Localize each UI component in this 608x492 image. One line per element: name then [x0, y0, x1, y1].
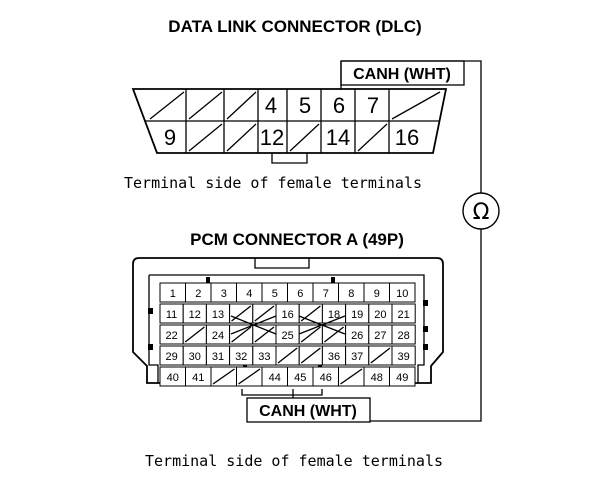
pcm-pin-40: 40: [167, 372, 179, 384]
pcm-pin-13: 13: [212, 309, 224, 321]
pcm-pin-5: 5: [272, 288, 278, 300]
pcm-pin-29: 29: [165, 351, 177, 363]
pcm-pin-49: 49: [396, 372, 408, 384]
pcm-pin-31: 31: [212, 351, 224, 363]
pcm-pin-8: 8: [348, 288, 354, 300]
dlc-pin-7: 7: [367, 93, 379, 118]
pcm-pin-37: 37: [351, 351, 363, 363]
pcm-pin-19: 19: [351, 309, 363, 321]
pcm-key: [331, 277, 335, 283]
dlc-caption: Terminal side of female terminals: [124, 174, 422, 192]
pcm-pin-9: 9: [374, 288, 380, 300]
pcm-wire-label-box: [246, 397, 371, 423]
pcm-terminal-cell: [391, 345, 416, 366]
pcm-empty-slot: [370, 347, 391, 364]
pcm-pin-6: 6: [297, 288, 303, 300]
pcm-pin-4: 4: [246, 288, 252, 300]
pcm-pin-18: 18: [328, 309, 340, 321]
pcm-pin-46: 46: [320, 372, 332, 384]
pcm-notch: [423, 344, 428, 350]
pcm-terminal-cell: [389, 282, 416, 303]
dlc-wire-label-box: [340, 60, 465, 86]
pcm-empty-slot: [300, 347, 321, 364]
ohm-symbol: Ω: [473, 200, 490, 225]
pcm-pin-16: 16: [281, 309, 293, 321]
pcm-bottom-latch: [241, 389, 323, 396]
pcm-top-latch: [254, 258, 310, 269]
dlc-title: DATA LINK CONNECTOR (DLC): [168, 17, 421, 36]
pcm-title: PCM CONNECTOR A (49P): [190, 230, 404, 249]
pcm-pin-21: 21: [397, 309, 409, 321]
dlc-latch: [271, 153, 308, 164]
pcm-empty-slot: [231, 305, 252, 322]
dlc-wire-label: CANH (WHT): [353, 66, 451, 83]
pcm-empty-slot: [340, 368, 363, 385]
pcm-pin-22: 22: [165, 330, 177, 342]
pcm-pin-20: 20: [374, 309, 386, 321]
pcm-notch: [423, 300, 428, 306]
pcm-terminal-cell: [391, 303, 416, 324]
pcm-caption: Terminal side of female terminals: [145, 452, 443, 470]
dlc-pin-16: 16: [395, 125, 419, 150]
pcm-notch: [423, 326, 428, 332]
pcm-pin-36: 36: [328, 351, 340, 363]
pcm-pin-30: 30: [189, 351, 201, 363]
pcm-empty-slot: [238, 368, 261, 385]
pcm-empty-slot: [254, 305, 275, 322]
pcm-pin-26: 26: [351, 330, 363, 342]
pcm-pin-25: 25: [281, 330, 293, 342]
pcm-pin-41: 41: [192, 372, 204, 384]
pcm-pin-28: 28: [397, 330, 409, 342]
pcm-pin-1: 1: [170, 288, 176, 300]
pcm-empty-slot: [212, 368, 235, 385]
ohmmeter-icon: [462, 192, 500, 230]
pcm-pin-24: 24: [212, 330, 224, 342]
dlc-pin-5: 5: [299, 93, 311, 118]
pcm-notch: [148, 308, 153, 314]
pcm-empty-slot: [300, 326, 321, 343]
pcm-pin-33: 33: [258, 351, 270, 363]
pcm-blank-cross: [230, 315, 277, 335]
pcm-notch: [148, 344, 153, 350]
test-lead: [340, 60, 482, 422]
dlc-connector: 4 5 6 7 9 12 14 16: [131, 88, 448, 164]
pcm-terminal-cell: [391, 324, 416, 345]
pcm-pin-45: 45: [294, 372, 306, 384]
pcm-wire-label: CANH (WHT): [259, 403, 357, 420]
dlc-pin-12: 12: [260, 125, 284, 150]
dlc-housing: [131, 88, 448, 154]
pcm-pin-12: 12: [189, 309, 201, 321]
pcm-pin-2: 2: [195, 288, 201, 300]
pcm-key: [318, 363, 322, 369]
pcm-empty-slot: [277, 347, 298, 364]
pcm-empty-slot: [231, 326, 252, 343]
pcm-empty-slot: [184, 326, 205, 343]
pcm-key: [243, 363, 247, 369]
pcm-blank-cross: [298, 315, 346, 335]
pcm-pin-7: 7: [323, 288, 329, 300]
pcm-pin-32: 32: [235, 351, 247, 363]
dlc-pin-4: 4: [265, 93, 277, 118]
pcm-pin-44: 44: [269, 372, 281, 384]
dlc-pin-14: 14: [326, 125, 350, 150]
pcm-pin-48: 48: [371, 372, 383, 384]
pcm-pin-27: 27: [374, 330, 386, 342]
pcm-pin-11: 11: [166, 309, 177, 321]
pcm-empty-slot: [254, 326, 275, 343]
dlc-pin-9: 9: [164, 125, 176, 150]
pcm-pin-3: 3: [221, 288, 227, 300]
pcm-terminal-cell: [389, 366, 416, 387]
dlc-pin-6: 6: [333, 93, 345, 118]
pcm-pin-10: 10: [396, 288, 408, 300]
pcm-pin-39: 39: [397, 351, 409, 363]
pcm-empty-slot: [323, 326, 345, 343]
pcm-key: [206, 277, 210, 283]
